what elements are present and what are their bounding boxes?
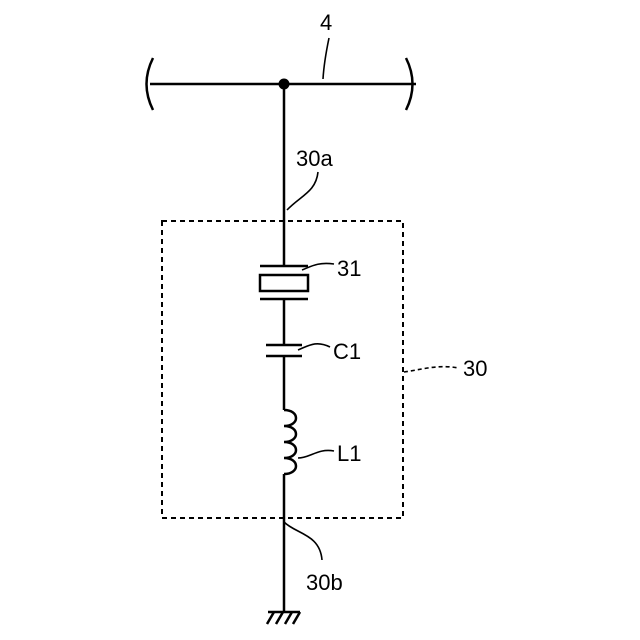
ground-hatch-4 [293,612,300,624]
leader-line-30b [284,522,322,560]
label-30a: 30a [296,146,333,171]
inductor-coil [284,410,296,474]
leader-line-l1 [298,450,334,458]
leader-line-30a [287,172,318,210]
label-line-4: 4 [320,10,332,35]
ground-hatch-1 [267,612,274,624]
label-inductor-l1: L1 [337,441,361,466]
junction-dot [279,79,290,90]
label-30b: 30b [306,570,343,595]
leader-line-4 [323,38,329,79]
label-resonator-31: 31 [337,256,361,281]
label-box-30: 30 [463,356,487,381]
ground-hatch-3 [285,612,292,624]
label-capacitor-c1: C1 [333,339,361,364]
leader-line-c1 [298,344,330,350]
resonator-body [260,275,308,291]
leader-line-30 [404,367,458,372]
ground-hatch-2 [276,612,283,624]
